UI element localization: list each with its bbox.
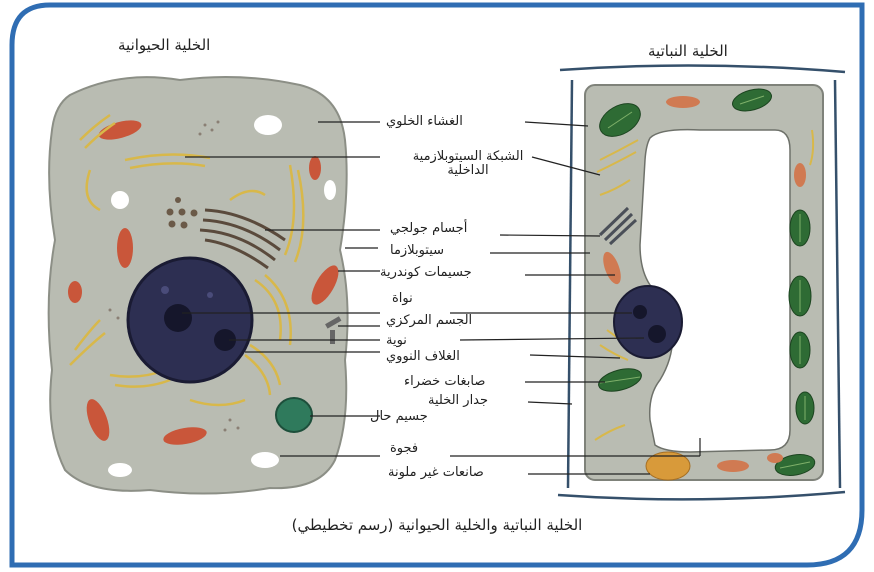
animal-cell-title: الخلية الحيوانية xyxy=(118,36,210,54)
label-cell-wall: جدار الخلية xyxy=(428,394,488,408)
label-leucoplasts: صانعات غير ملونة xyxy=(388,466,484,480)
animal-nucleus xyxy=(128,258,252,382)
animal-lysosome xyxy=(276,398,312,432)
label-centrosome: الجسم المركزي xyxy=(386,314,472,328)
label-mitochondria: جسيمات كوندرية xyxy=(380,266,472,280)
label-nucleolus: نوية xyxy=(386,334,407,348)
label-chloroplasts: صابغات خضراء xyxy=(404,375,485,389)
label-lysosome: جسيم حال xyxy=(370,410,428,424)
label-golgi-bodies: أجسام جولجي xyxy=(390,222,467,236)
diagram-caption: الخلية النباتية والخلية الحيوانية (رسم ت… xyxy=(0,516,874,534)
label-cell-membrane: الغشاء الخلوي xyxy=(386,115,463,129)
label-endoplasmic-reticulum: الشبكة السيتوبلازمية الداخلية xyxy=(398,150,538,178)
plant-cell xyxy=(558,65,845,499)
label-nuclear-envelope: الغلاف النووي xyxy=(386,350,460,364)
plant-nucleus xyxy=(614,286,682,358)
animal-cell xyxy=(49,77,348,494)
label-cytoplasm: سيتوبلازما xyxy=(390,244,444,258)
plant-cell-title: الخلية النباتية xyxy=(648,42,728,60)
label-nucleus: نواة xyxy=(392,292,413,306)
label-vacuole: فجوة xyxy=(390,442,418,456)
